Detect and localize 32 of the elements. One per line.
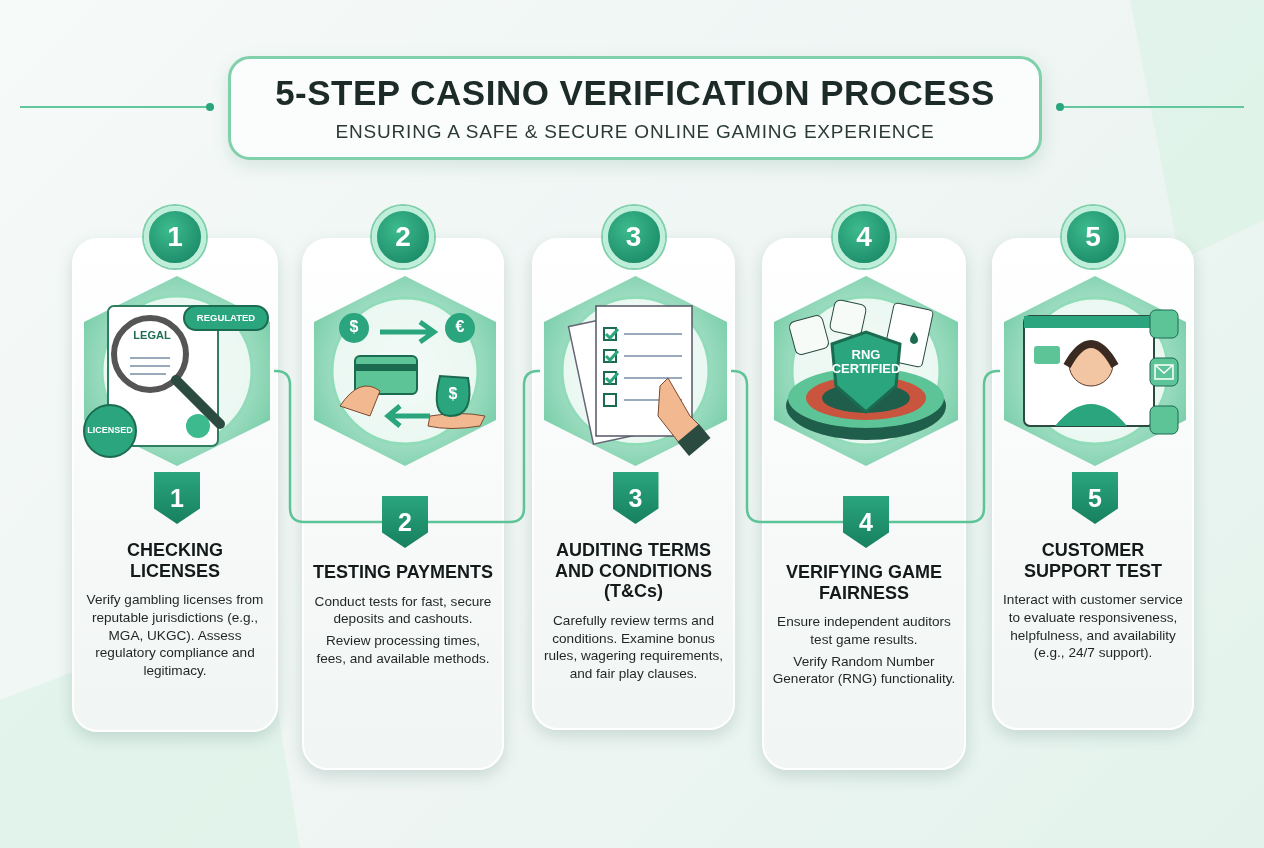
step-number-badge: 1 xyxy=(154,472,200,524)
currency-symbol: $ xyxy=(447,386,459,403)
step-description: Conduct tests for fast, secure deposits and cashouts. xyxy=(313,592,493,629)
step-number-circle: 2 xyxy=(372,206,434,268)
stamp-text: LICENSED xyxy=(86,426,134,436)
subtitle: ENSURING A SAFE & SECURE ONLINE GAMING EXPERIENCE xyxy=(335,121,935,143)
step-number-circle: 3 xyxy=(602,206,665,268)
step-heading: TESTING PAYMENTS xyxy=(312,562,494,583)
step-description: Verify gambling licenses from reputable jurisdictions (e.g., MGA, UKGC). Assess regulatory compliance and legitimacy. xyxy=(85,591,265,680)
step-description: Ensure independent auditors test game results. xyxy=(776,613,952,649)
step-description: Review processing times, fees, and available methods. xyxy=(315,632,491,668)
step-number-badge: 5 xyxy=(1072,472,1118,524)
step-number-badge: 2 xyxy=(382,496,428,548)
title: 5-STEP CASINO VERIFICATION PROCESS xyxy=(275,73,995,113)
step-heading: CHECKING LICENSES xyxy=(126,540,224,582)
step-heading: AUDITING TERMS AND CONDITIONS (T&Cs) xyxy=(554,540,713,603)
stamp-text: LEGAL xyxy=(132,330,172,342)
currency-symbol: $ xyxy=(348,319,360,336)
step-description: Interact with customer service to evaluate responsiveness, helpfulness, and availability (e.g., 24/7 support). xyxy=(1002,591,1184,663)
step-heading: VERIFYING GAME FAIRNESS xyxy=(785,562,943,604)
title-banner xyxy=(228,56,1042,160)
step-number-circle: 4 xyxy=(833,206,895,268)
step-number-circle: 5 xyxy=(1062,206,1124,268)
step-number-badge: 4 xyxy=(843,496,889,548)
step-description: Carefully review terms and conditions. Examine bonus rules, wagering requirements, and fair play clauses. xyxy=(542,612,725,683)
stamp-text: RNG CERTIFIED xyxy=(830,348,902,376)
step-heading: CUSTOMER SUPPORT TEST xyxy=(1023,540,1163,582)
step-number-circle: 1 xyxy=(144,206,206,268)
stamp-text: REGULATED xyxy=(195,313,257,323)
currency-symbol: € xyxy=(454,319,466,336)
step-number-badge: 3 xyxy=(612,472,659,524)
step-description: Verify Random Number Generator (RNG) functionality. xyxy=(771,652,957,689)
